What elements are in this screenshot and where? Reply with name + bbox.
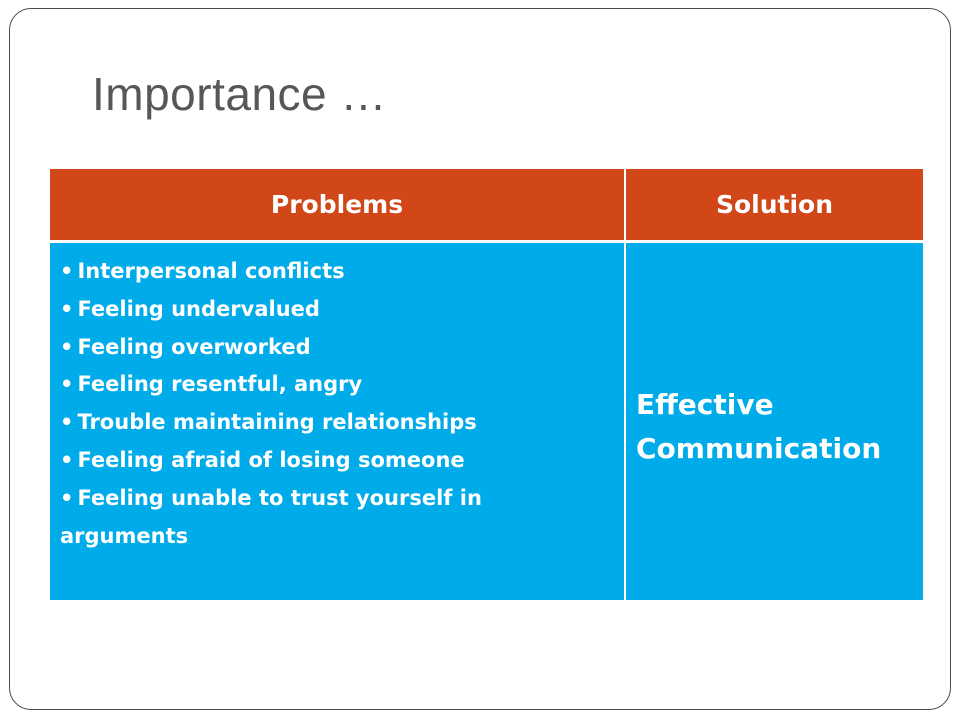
- bullet-icon: •: [60, 334, 74, 359]
- bullet-icon: •: [60, 410, 74, 435]
- table-body-row: [50, 243, 923, 600]
- problems-list: •Interpersonal conflicts •Feeling underv…: [60, 253, 615, 555]
- slide-frame: Importance … Problems Solution •Interper…: [9, 8, 951, 710]
- list-item: •Feeling overworked: [60, 334, 311, 359]
- bullet-icon: •: [60, 372, 74, 397]
- list-item: •Feeling unable to trust yourself in arg…: [60, 485, 482, 548]
- row-divider: [50, 240, 923, 243]
- list-item: •Trouble maintaining relationships: [60, 410, 477, 435]
- header-problems: Problems: [270, 190, 404, 219]
- column-divider: [624, 169, 626, 240]
- bullet-icon: •: [60, 259, 74, 283]
- bullet-icon: •: [60, 296, 74, 321]
- header-solution: Solution: [715, 190, 834, 219]
- slide-title: Importance …: [92, 68, 387, 120]
- column-divider: [624, 243, 626, 600]
- solution-text: Effective Communication: [636, 388, 882, 465]
- list-item: •Feeling resentful, angry: [60, 372, 363, 397]
- table-header-row: Problems Solution: [50, 169, 923, 240]
- list-item: •Feeling undervalued: [60, 296, 320, 321]
- bullet-icon: •: [60, 485, 74, 510]
- list-item: •Interpersonal conflicts: [60, 259, 345, 283]
- problems-solution-table: Problems Solution •Interpersonal conflic…: [50, 169, 923, 600]
- list-item: •Feeling afraid of losing someone: [60, 447, 465, 472]
- bullet-icon: •: [60, 447, 74, 472]
